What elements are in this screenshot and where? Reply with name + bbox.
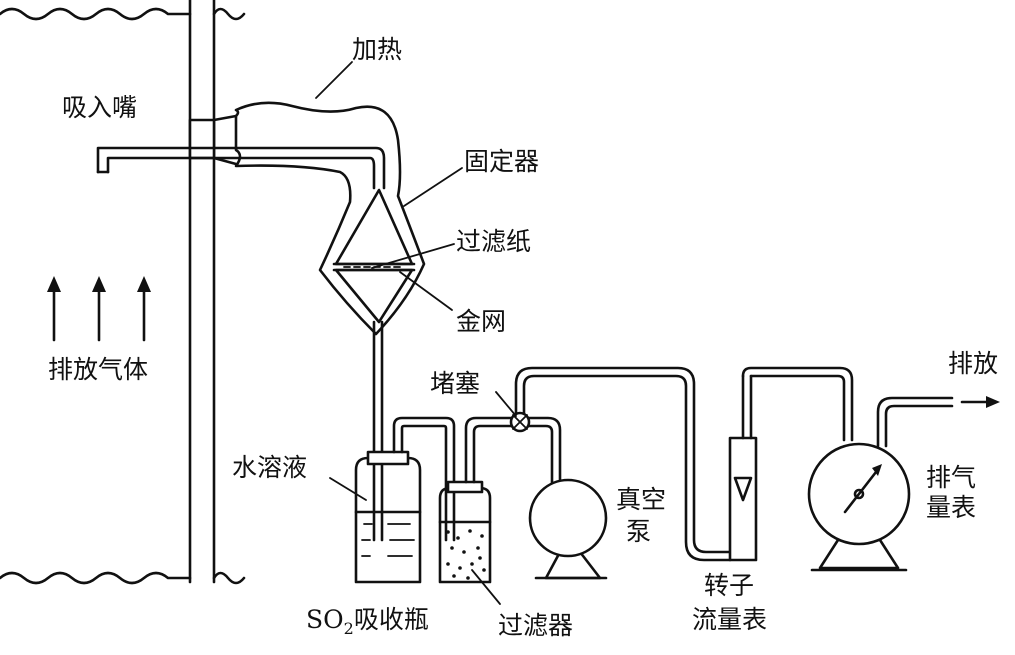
label-gas-meter-1: 排气 — [926, 463, 976, 492]
so2-subscript: 2 — [344, 619, 354, 638]
label-exhaust-gas: 排放气体 — [48, 355, 148, 384]
heating-jacket — [212, 101, 426, 336]
sampling-probe — [96, 146, 386, 190]
label-gauze: 金网 — [456, 307, 506, 336]
label-rotameter-2: 流量表 — [692, 605, 767, 634]
label-filter-paper: 过滤纸 — [456, 227, 531, 256]
gas-meter — [807, 396, 1000, 572]
so2-absorption-bottle — [354, 450, 422, 584]
stack-duct — [0, 0, 246, 585]
label-holder: 固定器 — [464, 147, 539, 176]
so2-prefix: SO — [306, 605, 344, 634]
leader-lines — [315, 61, 517, 605]
label-filter: 过滤器 — [498, 611, 573, 640]
label-rotameter-1: 转子 — [704, 571, 754, 600]
label-heating: 加热 — [352, 35, 402, 64]
plug-valve — [509, 411, 531, 433]
label-vacuum-pump-1: 真空 — [616, 485, 666, 514]
so2-suffix: 吸收瓶 — [354, 605, 429, 634]
label-nozzle: 吸入嘴 — [62, 93, 137, 122]
rotameter — [728, 366, 854, 562]
sample-line — [372, 320, 384, 542]
gas-flow-arrows — [47, 276, 151, 342]
label-plug: 堵塞 — [430, 369, 480, 398]
label-solution: 水溶液 — [232, 453, 307, 482]
label-discharge: 排放 — [948, 349, 998, 378]
label-vacuum-pump-2: 泵 — [626, 517, 651, 546]
tube-bottle-to-filter — [392, 416, 456, 542]
label-gas-meter-2: 量表 — [926, 493, 976, 522]
filter-bottle — [438, 480, 492, 584]
label-so2-bottle: SO2吸收瓶 — [306, 605, 429, 638]
vacuum-pump — [528, 478, 608, 580]
